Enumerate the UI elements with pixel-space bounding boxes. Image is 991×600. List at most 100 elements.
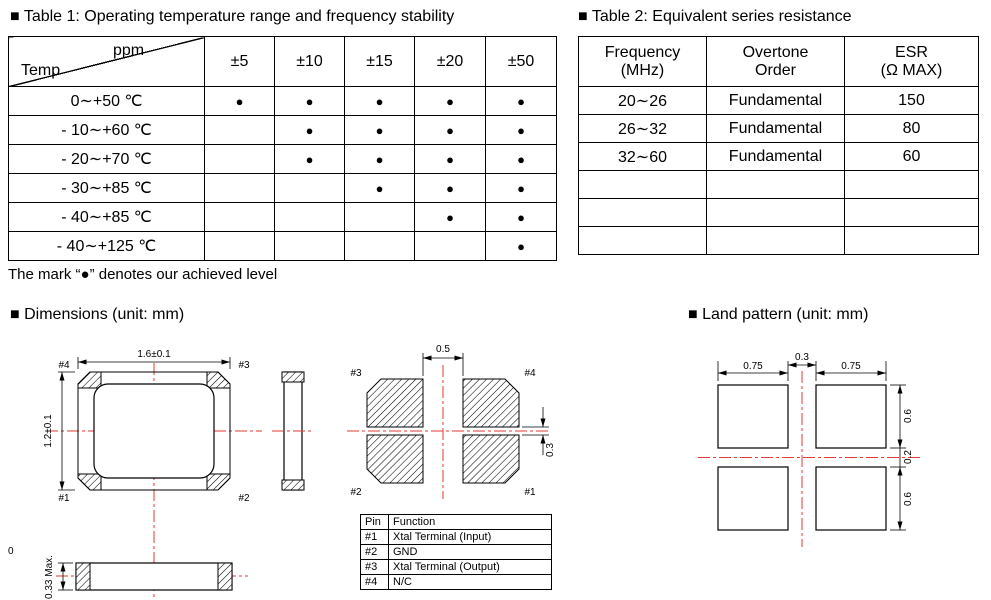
empty-cell <box>204 202 275 232</box>
table2-row <box>578 170 979 199</box>
table2-cell <box>706 226 845 255</box>
dim-land-gap-y: 0.2 <box>903 450 914 464</box>
package-lid <box>93 383 215 479</box>
table2-row <box>578 226 979 255</box>
bottom-view-pin2-label: #2 <box>350 487 362 498</box>
bottom-view-pin3-label: #3 <box>350 368 362 379</box>
table2-cell: Fundamental <box>706 86 845 115</box>
pin-function-cell: Xtal Terminal (Input) <box>388 529 552 545</box>
dim-land-pad-height-bottom: 0.6 <box>903 492 914 506</box>
dim-body-height: 1.2±0.1 <box>43 414 54 448</box>
bottom-pad-2 <box>366 434 424 484</box>
achieved-dot-cell: ● <box>414 202 486 232</box>
table2-cell <box>844 226 979 255</box>
dim-land-gap-x: 0.3 <box>795 352 809 363</box>
col-header-overtone: Overtone Order <box>706 36 845 87</box>
empty-cell <box>274 202 345 232</box>
top-view-pin2-label: #2 <box>238 493 250 504</box>
table2-title: ■ Table 2: Equivalent series resistance <box>578 8 852 25</box>
empty-cell <box>344 202 415 232</box>
achieved-dot-cell: ● <box>485 115 557 145</box>
table1-body: 0∼+50 ℃●●●●●- 10∼+60 ℃●●●●- 20∼+70 ℃●●●●… <box>8 86 557 261</box>
temp-range-cell: - 20∼+70 ℃ <box>8 144 205 174</box>
table1-row: - 10∼+60 ℃●●●● <box>8 115 557 145</box>
achieved-dot-cell: ● <box>485 173 557 203</box>
table2-cell: Fundamental <box>706 142 845 171</box>
pin-number-cell: #3 <box>360 559 389 575</box>
ppm-axis-label: ppm <box>113 42 145 59</box>
table2-cell <box>578 226 707 255</box>
achieved-dot-cell: ● <box>344 115 415 145</box>
table2-cell <box>706 198 845 227</box>
land-pad-bottom-left <box>717 466 789 531</box>
table1: ppm Temp ±5 ±10 ±15 ±20 ±50 0∼+50 ℃●●●●●… <box>8 36 557 261</box>
package-side-view <box>272 371 314 491</box>
bottom-pad-3 <box>366 378 424 428</box>
col-header-esr-line2: (Ω MAX) <box>880 61 943 79</box>
table2-cell <box>844 198 979 227</box>
dim-thickness: 0.33 Max. <box>44 555 55 599</box>
achieved-dot-cell: ● <box>485 202 557 232</box>
col-header-frequency-line1: Frequency <box>604 43 681 61</box>
dimensions-title: ■ Dimensions (unit: mm) <box>10 306 185 323</box>
land-pad-bottom-right <box>815 466 887 531</box>
col-header-frequency-line2: (MHz) <box>620 61 665 79</box>
achieved-dot-cell: ● <box>274 144 345 174</box>
pin-number-cell: #2 <box>360 544 389 560</box>
col-header-ppm10: ±10 <box>274 36 345 87</box>
package-top-view: 1.6±0.1 1.2±0.1 #4 #3 #1 #2 <box>43 349 250 504</box>
table2-cell: 150 <box>844 86 979 115</box>
temp-range-cell: - 10∼+60 ℃ <box>8 115 205 145</box>
col-header-esr: ESR (Ω MAX) <box>844 36 979 87</box>
table2-cell <box>578 170 707 199</box>
table2-cell <box>706 170 845 199</box>
achieved-dot-cell: ● <box>204 86 275 116</box>
achieved-dot-cell: ● <box>344 144 415 174</box>
achieved-dot-cell: ● <box>344 86 415 116</box>
dim-body-width: 1.6±0.1 <box>137 349 171 360</box>
dim-pad-gap-y: 0.3 <box>545 443 556 457</box>
temp-range-cell: - 30∼+85 ℃ <box>8 173 205 203</box>
bottom-pad-1 <box>462 434 520 484</box>
empty-cell <box>204 144 275 174</box>
land-pad-top-right <box>815 384 887 449</box>
table2-cell: 32∼60 <box>578 142 707 171</box>
function-column-header: Function <box>388 514 552 530</box>
achieved-dot-cell: ● <box>485 231 557 261</box>
thickness-view-left-pad <box>75 562 91 591</box>
achieved-dot-cell: ● <box>414 144 486 174</box>
achieved-level-note: The mark “●” denotes our achieved level <box>8 266 278 283</box>
table2-cell <box>578 198 707 227</box>
dim-pad-gap-x: 0.5 <box>436 344 450 355</box>
achieved-dot-cell: ● <box>414 173 486 203</box>
col-header-frequency: Frequency (MHz) <box>578 36 707 87</box>
table1-row: - 40∼+85 ℃●● <box>8 202 557 232</box>
dim-land-pad-width-right: 0.75 <box>841 361 861 372</box>
col-header-overtone-line2: Order <box>755 61 796 79</box>
bottom-pad-4 <box>462 378 520 428</box>
thickness-view-right-pad <box>217 562 233 591</box>
dim-land-pad-width-left: 0.75 <box>743 361 763 372</box>
achieved-dot-cell: ● <box>274 115 345 145</box>
dim-land-pad-height-top: 0.6 <box>903 409 914 423</box>
col-header-ppm20: ±20 <box>414 36 486 87</box>
table2: Frequency (MHz) Overtone Order ESR (Ω MA… <box>578 36 979 255</box>
table1-corner-cell: ppm Temp <box>8 36 205 87</box>
table1-row: - 20∼+70 ℃●●●● <box>8 144 557 174</box>
table2-cell: 80 <box>844 114 979 143</box>
land-pattern-drawing: 0.75 0.3 0.75 0.6 0.2 0.6 <box>698 352 922 547</box>
side-view-top-pad <box>281 371 305 383</box>
land-pad-top-left <box>717 384 789 449</box>
temp-range-cell: 0∼+50 ℃ <box>8 86 205 116</box>
pin-function-cell: Xtal Terminal (Output) <box>388 559 552 575</box>
pin-column-header: Pin <box>360 514 389 530</box>
col-header-ppm15: ±15 <box>344 36 415 87</box>
top-view-pin1-label: #1 <box>58 493 70 504</box>
achieved-dot-cell: ● <box>414 115 486 145</box>
